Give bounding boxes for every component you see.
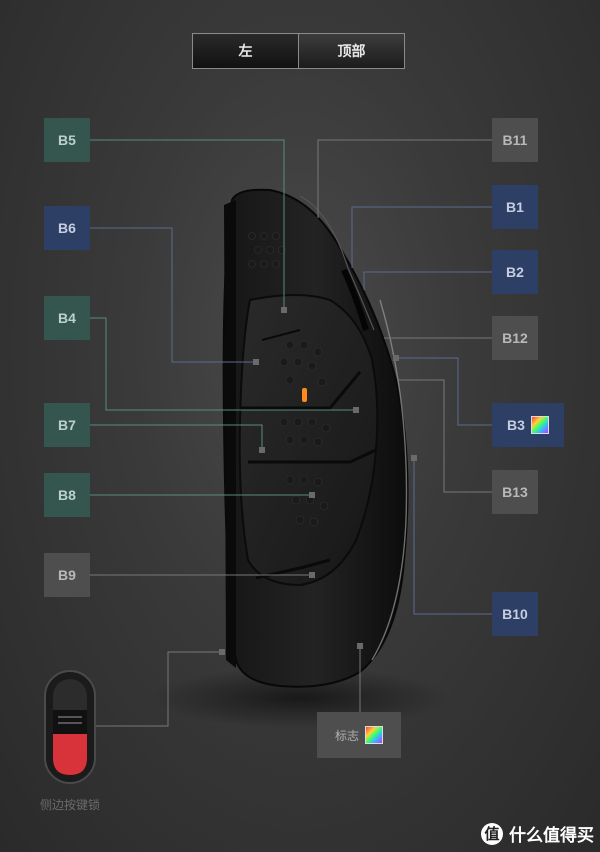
side-button-lock-switch[interactable] xyxy=(44,670,96,784)
calibration-label[interactable]: 标志 xyxy=(317,712,401,758)
button-label-b11[interactable]: B11 xyxy=(492,118,538,162)
button-label-b12[interactable]: B12 xyxy=(492,316,538,360)
button-label-b9[interactable]: B9 xyxy=(44,553,90,597)
calibration-text: 标志 xyxy=(334,728,359,743)
button-label-b2[interactable]: B2 xyxy=(492,250,538,294)
watermark-logo-icon: 值 xyxy=(481,822,503,845)
button-label-b7[interactable]: B7 xyxy=(44,403,90,447)
color-swatch-icon[interactable] xyxy=(530,416,549,434)
view-tabs: 左 顶部 xyxy=(192,33,405,69)
button-label-b10[interactable]: B10 xyxy=(492,592,538,636)
watermark-text: 什么值得买 xyxy=(509,826,594,846)
lock-caption: 侧边按键锁 xyxy=(40,798,101,812)
button-label-b8[interactable]: B8 xyxy=(44,473,90,517)
button-label-b13[interactable]: B13 xyxy=(492,470,538,514)
b3-text: B3 xyxy=(507,417,525,433)
button-label-b6[interactable]: B6 xyxy=(44,206,90,250)
button-label-b1[interactable]: B1 xyxy=(492,185,538,229)
button-label-b4[interactable]: B4 xyxy=(44,296,90,340)
tab-top[interactable]: 顶部 xyxy=(298,34,404,68)
tab-left[interactable]: 左 xyxy=(193,34,298,68)
color-swatch-icon[interactable] xyxy=(365,726,383,744)
button-label-b3[interactable]: B3 xyxy=(492,403,564,447)
watermark: 值 什么值得买 xyxy=(481,821,594,846)
button-label-b5[interactable]: B5 xyxy=(44,118,90,162)
